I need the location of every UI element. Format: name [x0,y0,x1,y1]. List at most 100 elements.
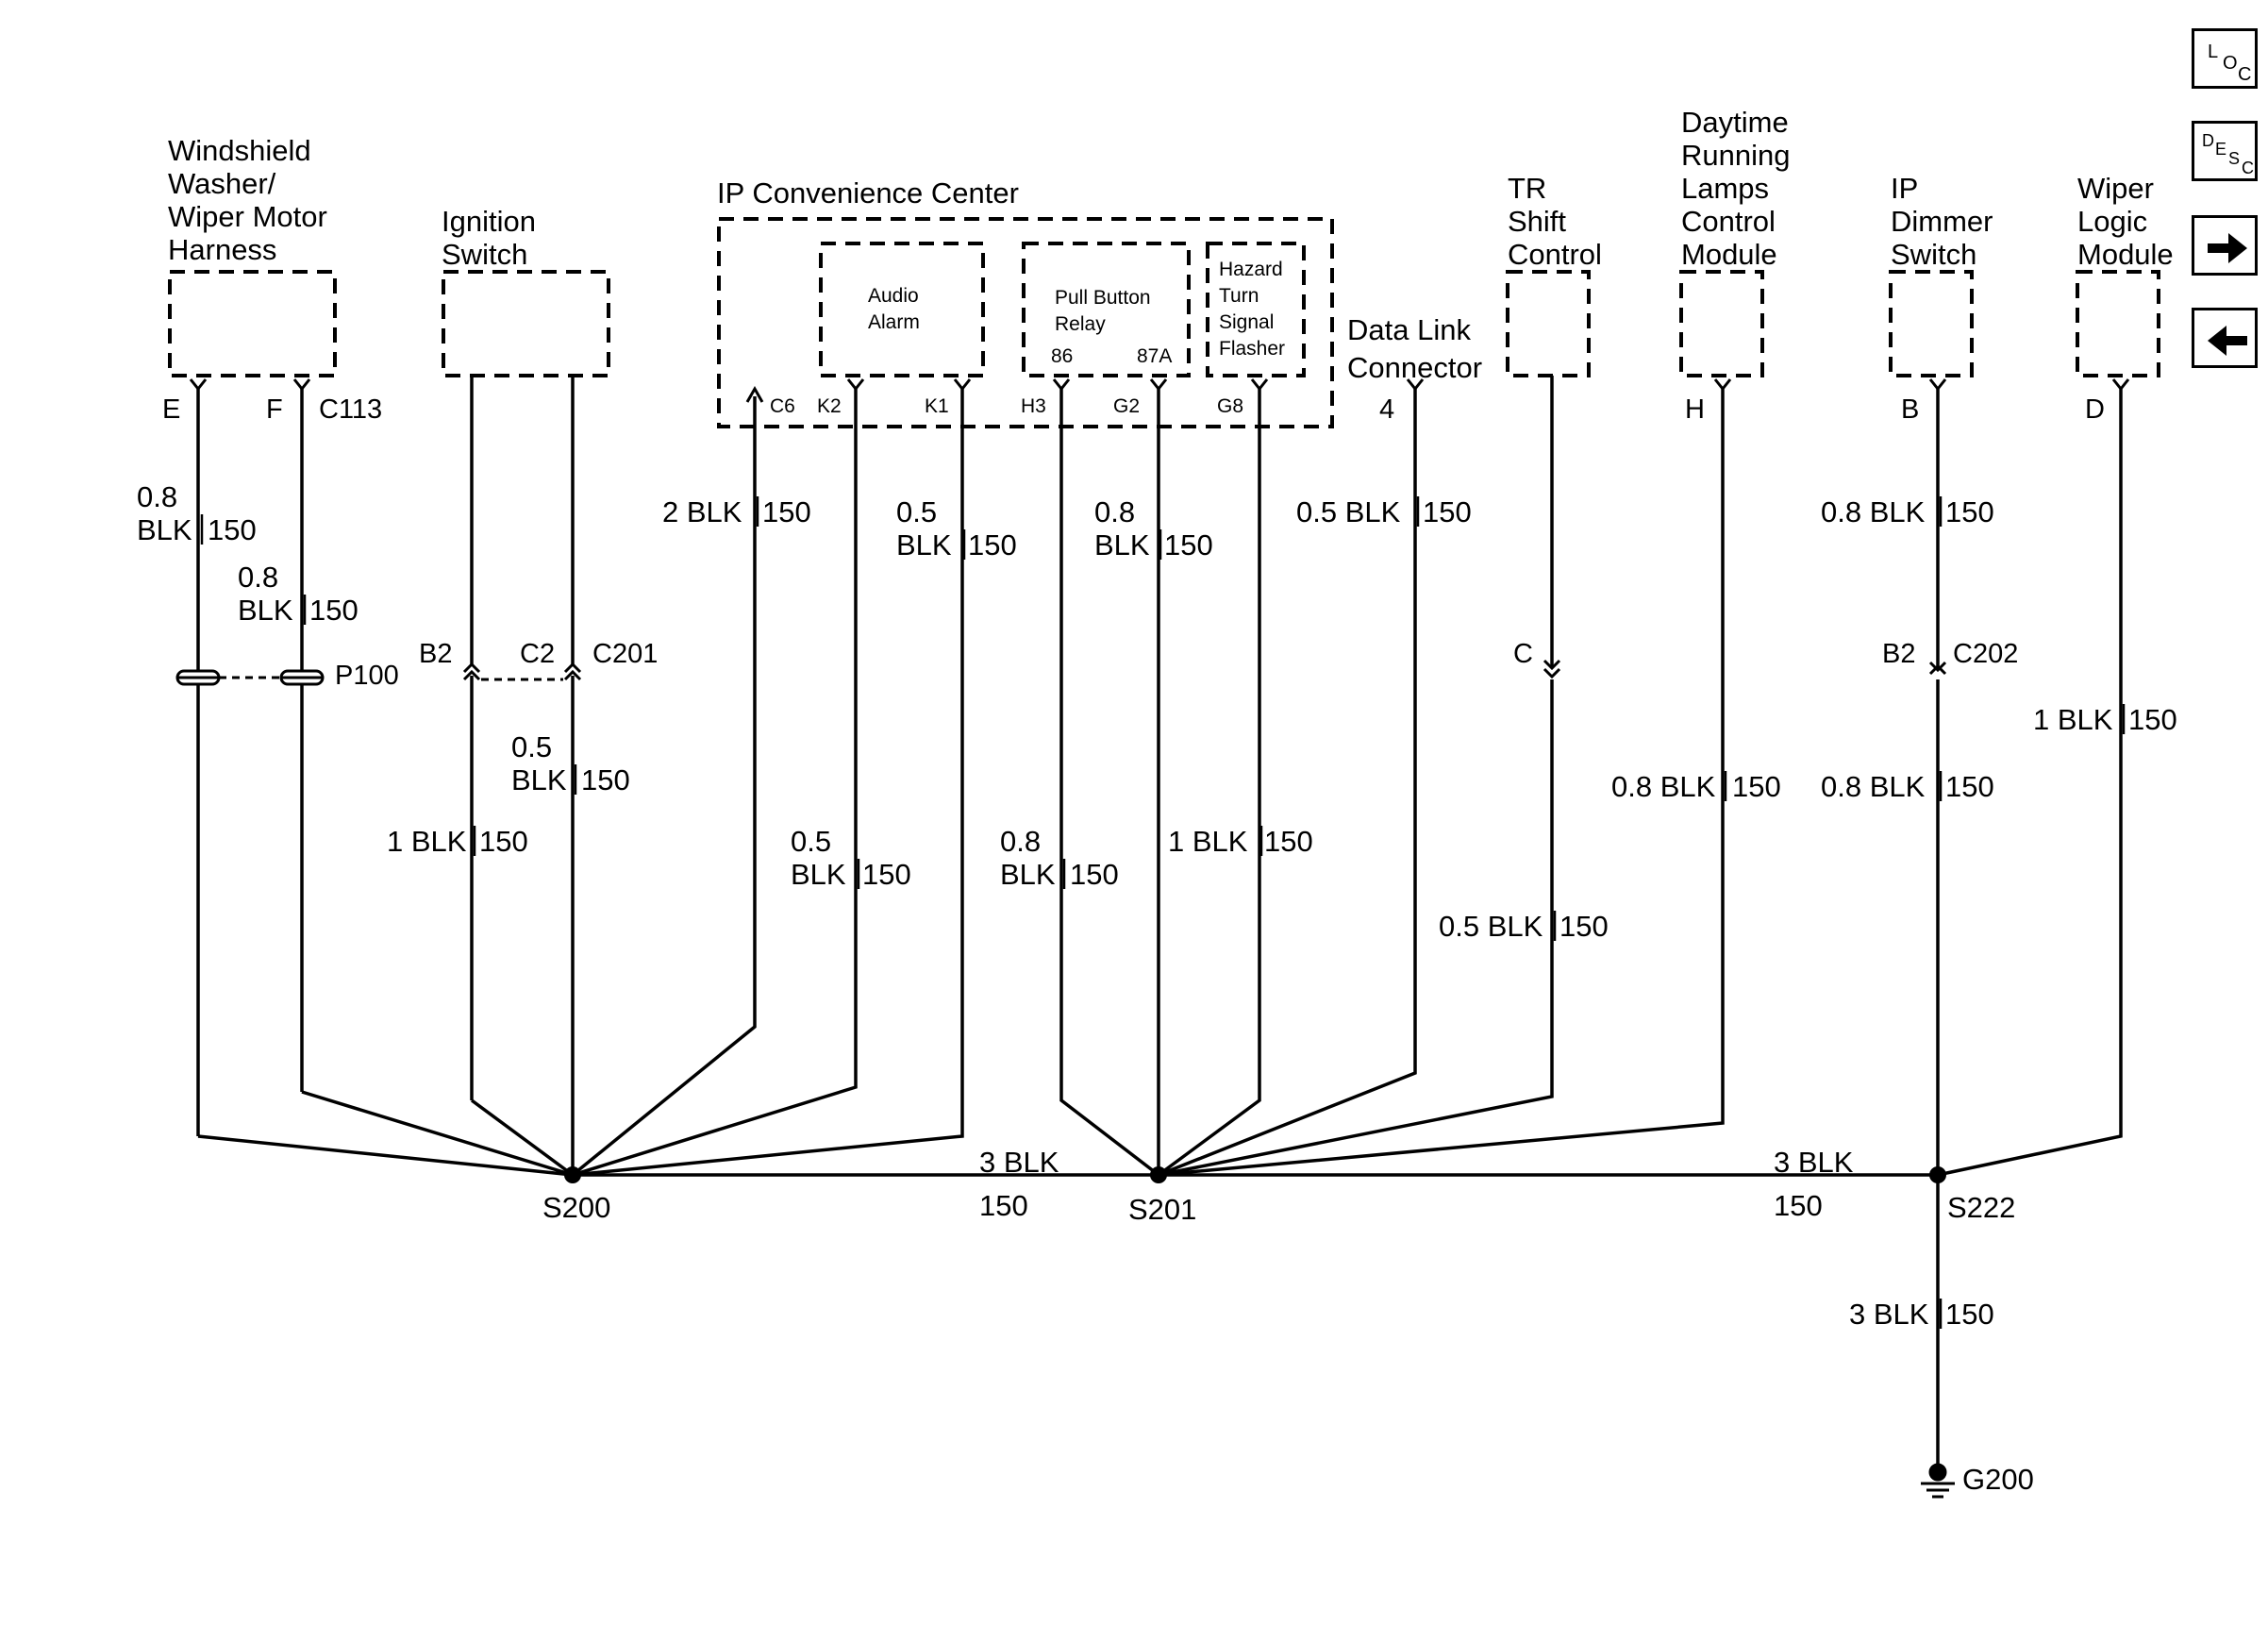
wire-label: 0.5 [511,730,552,763]
pin-g8: G8 [1217,395,1243,417]
pin-c6: C6 [770,395,795,417]
tr-label-1: TR [1508,172,1546,205]
pin-h3: H3 [1021,395,1046,417]
pin-g2: G2 [1113,395,1140,417]
wire-label: 150 [862,858,911,891]
wire-separators [200,496,2126,1329]
wire-label: 150 [208,513,257,546]
washer-harness-box [168,270,337,377]
wire-label: BLK [1000,858,1056,891]
hazard-label-2: Turn [1219,285,1259,307]
splice-s200-label: S200 [542,1191,610,1224]
svg-text:S: S [2228,149,2240,168]
wire-label: 0.5 BLK [1296,495,1401,528]
loc-button[interactable]: L O C [2192,28,2258,89]
wire-label: 2 BLK [662,495,742,528]
connector-p100: P100 [335,661,399,691]
hazard-label-3: Signal [1219,311,1274,333]
connector-c201: C201 [592,639,658,669]
audio-label-1: Audio [868,285,919,307]
ignition-switch-box [442,270,610,377]
pin-b2-ign: B2 [419,639,452,669]
drl-label-4: Control [1681,205,1776,238]
hazard-label-4: Flasher [1219,338,1285,360]
drl-label-1: Daytime [1681,106,1789,139]
dlc-label-1: Data Link [1347,313,1471,346]
wire-label: 150 [968,528,1017,562]
splice-s222-label: S222 [1947,1191,2015,1224]
svg-text:C: C [2242,159,2254,177]
tr-label-3: Control [1508,238,1602,271]
pin-c-tr: C [1513,639,1533,669]
wire-label: BLK [238,594,293,627]
wire-label: 0.8 BLK [1821,495,1926,528]
pin-k1: K1 [925,395,949,417]
desc-icon: D E S C [2202,131,2254,177]
wire-label: 3 BLK [1849,1298,1929,1331]
pin-f: F [266,394,283,425]
splice-dots [564,1166,1946,1183]
wire-label: 150 [2128,703,2177,736]
wire-label: BLK [896,528,952,562]
ignition-label-2: Switch [442,238,527,271]
wiper-logic-box [2076,270,2160,377]
splice-s201-label: S201 [1128,1193,1196,1226]
arrow-right-icon [2208,233,2247,263]
drl-box [1679,270,1764,377]
bus-label: 150 [1774,1189,1823,1222]
ipcc-label: IP Convenience Center [717,176,1019,210]
dimmer-label-2: Dimmer [1891,205,1993,238]
ground-label: G200 [1962,1463,2034,1496]
wire-label: BLK [511,763,567,796]
relay-box [1022,242,1191,377]
svg-text:C: C [2238,64,2251,85]
wiper-label-1: Wiper [2077,172,2154,205]
pin-c2-ign: C2 [520,639,555,669]
arrow-left-icon [2208,326,2247,356]
relay-pin-86: 86 [1051,345,1073,367]
pin-k2: K2 [817,395,842,417]
wiper-label-2: Logic [2077,205,2147,238]
wire-label: 1 BLK [387,825,467,858]
tr-connector [1543,659,1561,679]
audio-label-2: Alarm [868,311,920,333]
c202-connector [1928,661,1947,676]
pin-dlc-4: 4 [1379,394,1394,425]
pin-terminals [189,377,2130,391]
desc-button[interactable]: D E S C [2192,121,2258,181]
next-button[interactable] [2192,215,2258,276]
dimmer-box [1889,270,1974,377]
wiper-label-3: Module [2077,238,2174,271]
pin-e: E [162,394,180,425]
dimmer-label-3: Switch [1891,238,1976,271]
wire-label: 150 [1264,825,1313,858]
wire-label: 0.5 [896,495,937,528]
washer-label-1: Windshield [168,134,311,167]
wire-label: 150 [1423,495,1472,528]
wire-label: 0.8 [1000,825,1041,858]
svg-text:E: E [2215,140,2226,159]
bus-label: 3 BLK [1774,1146,1854,1179]
wire-label: 150 [581,763,630,796]
drl-label-5: Module [1681,238,1777,271]
wire-label: 0.8 [238,561,278,594]
wire-label: 1 BLK [2033,703,2113,736]
hazard-box [1206,242,1306,377]
prev-button[interactable] [2192,308,2258,368]
bus-label: 3 BLK [979,1146,1059,1179]
drl-label-2: Running [1681,139,1790,172]
connector-c202: C202 [1953,639,2018,669]
svg-text:L: L [2208,42,2218,62]
dlc-label-2: Connector [1347,351,1482,384]
wire-label: 0.5 [791,825,831,858]
drl-label-3: Lamps [1681,172,1769,205]
washer-label-4: Harness [168,233,276,266]
loc-icon: L O C [2208,42,2251,85]
wire-label: BLK [791,858,846,891]
ipcc-box [717,217,1334,428]
c6-arrow-icon [745,385,764,403]
pin-b: B [1901,394,1919,425]
wire-label: 0.8 [1094,495,1135,528]
